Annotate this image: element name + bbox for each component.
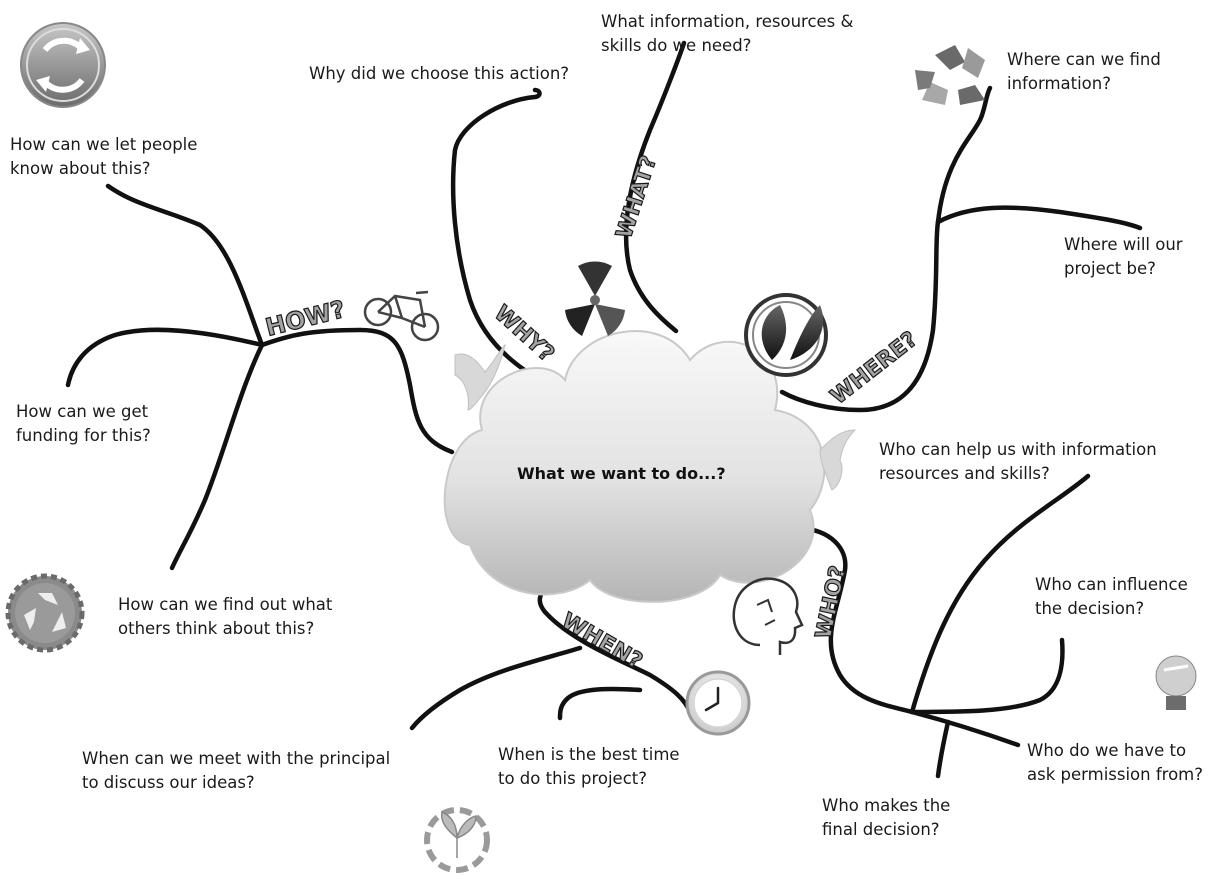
who-line-final — [935, 719, 951, 779]
tag-where: WHERE? — [826, 327, 922, 410]
when-branch-line — [537, 579, 693, 715]
question-when-best: When is the best time to do this project… — [498, 745, 680, 788]
question-how-funding: How can we get funding for this? — [16, 402, 151, 445]
plant-arrows-icon — [424, 807, 490, 873]
center-label: What we want to do...? — [517, 464, 726, 483]
branch-lines — [65, 40, 1143, 779]
recycle-icon — [915, 45, 985, 105]
question-when-principal: When can we meet with the principal to d… — [82, 749, 391, 792]
how-line-others — [169, 342, 265, 571]
refresh-arrows-icon — [20, 22, 106, 108]
question-where-find: Where can we find information? — [1007, 50, 1161, 93]
where-line-project — [935, 205, 1143, 231]
bicycle-icon — [363, 290, 440, 342]
center-cloud — [443, 330, 826, 603]
where-line-find — [935, 85, 993, 225]
who-branch-line — [797, 525, 915, 715]
question-how-others: How can we find out what others think ab… — [118, 595, 333, 638]
when-line-principal — [409, 645, 583, 731]
why-branch-line — [450, 87, 553, 388]
how-line-let-know — [105, 183, 265, 348]
lightbulb-icon — [1155, 655, 1197, 710]
who-line-permission — [909, 709, 1021, 748]
how-branch-line — [259, 327, 455, 455]
who-line-influence — [909, 637, 1065, 715]
question-who-permission: Who do we have to ask permission from? — [1027, 741, 1204, 784]
tag-what: WHAT? — [612, 153, 662, 242]
radiation-icon — [565, 261, 625, 336]
question-where-project: Where will our project be? — [1064, 235, 1183, 278]
how-line-funding — [65, 327, 265, 388]
question-what-need: What information, resources & skills do … — [601, 12, 854, 55]
who-line-help — [909, 473, 1091, 715]
question-who-help: Who can help us with information resourc… — [879, 440, 1157, 483]
question-how-let-know: How can we let people know about this? — [10, 135, 198, 178]
question-who-influence: Who can influence the decision? — [1035, 575, 1188, 618]
leaf-icon — [744, 293, 828, 377]
recycle-gear-icon — [5, 573, 85, 653]
bird-icon — [454, 343, 857, 491]
what-branch-line — [623, 40, 687, 334]
where-branch-line — [779, 219, 941, 413]
clock-icon — [685, 670, 751, 736]
question-who-final: Who makes the final decision? — [822, 796, 951, 839]
when-line-best — [557, 686, 643, 721]
question-why-choose: Why did we choose this action? — [309, 64, 570, 83]
head-recycle-icon — [732, 577, 804, 655]
tag-when: WHEN? — [557, 609, 646, 675]
tag-who: WHO? — [811, 564, 851, 642]
